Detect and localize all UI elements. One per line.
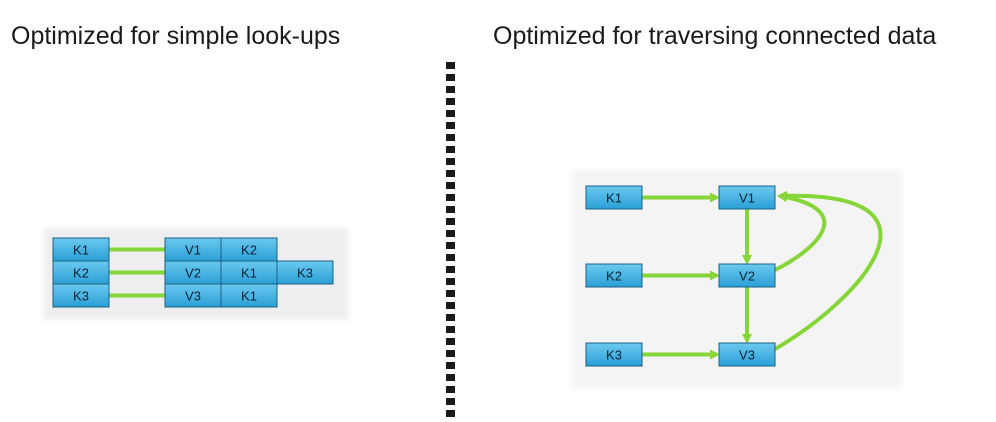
edge-v3-v1: [774, 190, 883, 351]
value-cell-label: K1: [241, 266, 257, 281]
graph-key-node-label: K3: [606, 348, 622, 363]
value-cell-label: K1: [241, 289, 257, 304]
graph-value-node-shape: [718, 263, 776, 288]
graph-value-node-shape: [718, 185, 776, 210]
key-cell: K2: [52, 260, 110, 285]
value-cell: K3: [276, 260, 334, 285]
edge-v2-v1: [774, 192, 827, 272]
right-panel-title: Optimized for traversing connected data: [493, 22, 937, 50]
graph-value-node-shape: [718, 342, 776, 367]
graph-value-node-label: V3: [739, 348, 755, 363]
value-cell-shape: [220, 283, 278, 308]
graph-key-node-label: K2: [606, 269, 622, 284]
graph-value-node-label: V2: [739, 269, 755, 284]
key-cell-label: K3: [73, 289, 89, 304]
value-cell: V3: [164, 283, 222, 308]
graph-key-node-shape: [585, 263, 643, 288]
value-cell-label: K3: [297, 266, 313, 281]
graph-value-node-label: V1: [739, 191, 755, 206]
graph-value-node: V1: [718, 185, 776, 210]
value-cell: K1: [220, 283, 278, 308]
key-cell-shape: [52, 283, 110, 308]
graph-key-node: K2: [585, 263, 643, 288]
value-cell: V2: [164, 260, 222, 285]
graph-key-node: K3: [585, 342, 643, 367]
graph-value-node: V2: [718, 263, 776, 288]
key-cell: K1: [52, 237, 110, 262]
value-cell: K1: [220, 260, 278, 285]
key-cell: K3: [52, 283, 110, 308]
graph-key-node-shape: [585, 342, 643, 367]
dotted-divider: [446, 62, 455, 422]
value-cell-label: V1: [185, 243, 201, 258]
value-cell: K2: [220, 237, 278, 262]
value-cell-label: V2: [185, 266, 201, 281]
graph-key-node-shape: [585, 185, 643, 210]
graph-value-node: V3: [718, 342, 776, 367]
graph-key-node-label: K1: [606, 191, 622, 206]
value-cell-label: V3: [185, 289, 201, 304]
value-cell-shape: [276, 260, 334, 285]
value-cell-label: K2: [241, 243, 257, 258]
key-cell-label: K1: [73, 243, 89, 258]
key-cell-label: K2: [73, 266, 89, 281]
value-cell: V1: [164, 237, 222, 262]
left-panel-title: Optimized for simple look-ups: [11, 22, 341, 50]
graph-key-node: K1: [585, 185, 643, 210]
